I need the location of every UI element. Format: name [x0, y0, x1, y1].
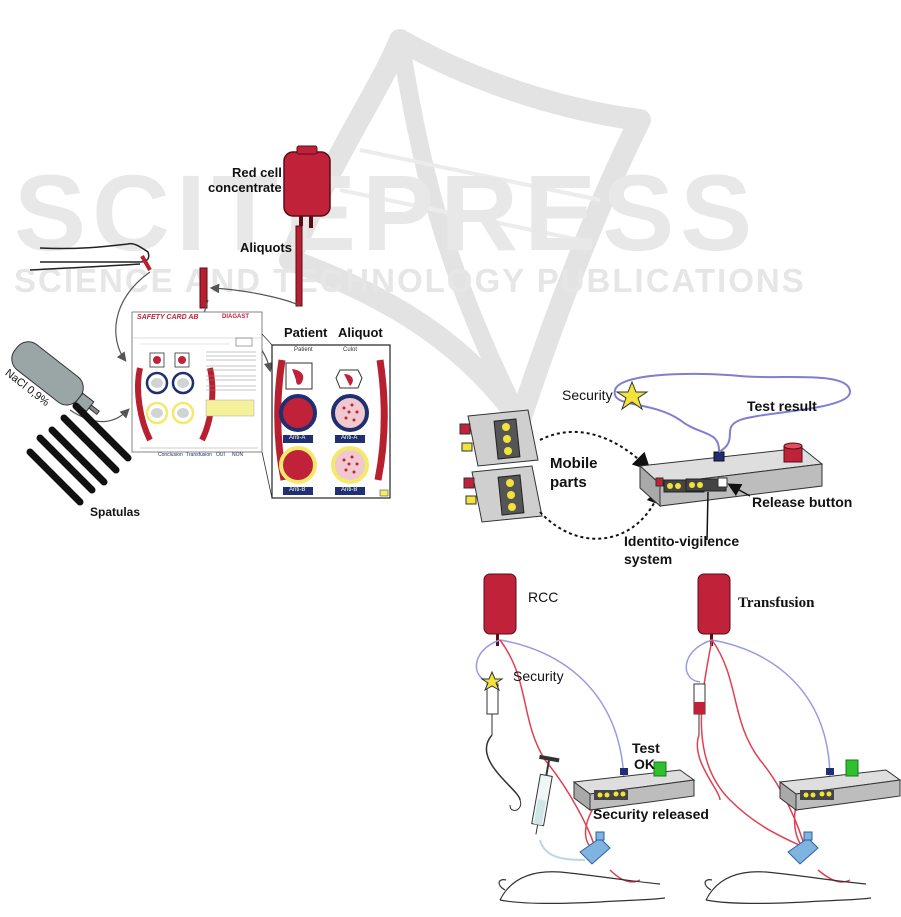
patient-arm-outline [29, 242, 152, 271]
catheter-right [787, 831, 819, 865]
syringe-holder-right [693, 683, 721, 801]
catheter-left [579, 831, 611, 865]
test-ok-line1: Test [632, 740, 660, 756]
dotted-arrow-2 [539, 486, 664, 540]
zoom-anti-a-1: Anti-A [289, 435, 306, 441]
aliquots-label: Aliquots [240, 240, 292, 255]
spatulas-label: Spatulas [90, 505, 141, 519]
card-title: SAFETY CARD AB [137, 314, 199, 321]
watermark-title: SCITEPRESS [14, 152, 759, 273]
zoom-box [271, 344, 391, 499]
security-star-icon [615, 380, 649, 411]
watermark-subtitle: SCIENCE AND TECHNOLOGY PUBLICATIONS [14, 262, 806, 299]
device-right [778, 759, 901, 811]
mobile-part-top [459, 409, 539, 467]
card-footer-oui: OUI [216, 452, 225, 458]
identito-line1: Identito-vigilence [624, 533, 740, 549]
nacl-bottle [11, 341, 100, 416]
mobile-parts-line1: Mobile [550, 455, 598, 472]
zoom-anti-a-2: Anti-A [341, 435, 358, 441]
hand-left [498, 871, 666, 904]
zoom-col-culot: Culot [343, 347, 358, 353]
card-footer-transfusion: Transfusion [186, 452, 212, 458]
spatulas [26, 402, 132, 506]
red-cell-label-line1: Red cell [232, 165, 282, 180]
test-result-label: Test result [747, 398, 817, 414]
right-red-lines [700, 639, 851, 883]
hand-right [704, 871, 872, 904]
saline-syringe [531, 754, 560, 835]
security-released-label: Security released [593, 806, 709, 822]
release-pointer [727, 483, 751, 497]
card-footer-non: NON [232, 452, 244, 458]
transfusion-label: Transfusion [738, 595, 815, 611]
rcc-label: RCC [528, 589, 559, 605]
br-security-label: Security [513, 668, 564, 684]
mobile-parts-line2: parts [550, 474, 587, 491]
zoom-col-patient: Patient [294, 347, 313, 353]
syringe-holder-left [485, 683, 522, 811]
safety-card [131, 311, 263, 453]
zoom-anti-b-2: Anti-B [341, 487, 358, 493]
patient-label: Patient [284, 325, 328, 340]
rcc-bag-right [697, 573, 731, 646]
card-footer-conclusion: Conclusion [158, 452, 183, 458]
right-purple-lines [685, 639, 831, 781]
test-ok-line2: OK [634, 756, 655, 772]
mobile-part-bottom [463, 465, 543, 523]
red-cell-label-line2: concentrate [208, 180, 282, 195]
aliquot-tube [199, 267, 208, 309]
device-left [572, 761, 696, 811]
tr-security-label: Security [562, 387, 613, 403]
security-cable [613, 372, 852, 453]
zoom-anti-b-1: Anti-B [289, 487, 306, 493]
identito-pointer [706, 491, 709, 541]
bottom-security-star-icon [480, 670, 504, 692]
saline-line [539, 839, 586, 861]
dotted-arrow-1 [539, 431, 651, 471]
card-brand: DIAGAST [222, 314, 249, 320]
red-cell-bag [283, 145, 331, 307]
rcc-bag-left [483, 573, 517, 646]
release-button-label: Release button [752, 494, 853, 510]
identito-line2: system [624, 551, 673, 567]
aliquot-label: Aliquot [338, 325, 383, 340]
